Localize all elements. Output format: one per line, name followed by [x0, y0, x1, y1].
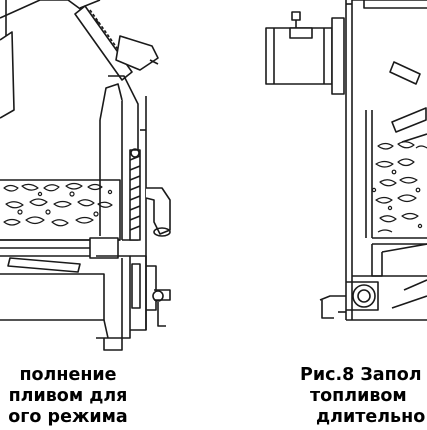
caption-right-line-2: топливом — [310, 386, 407, 406]
caption-right-line-3: длительно — [316, 407, 426, 427]
figure-caption-left: полнение пливом для ого режима — [0, 365, 138, 428]
caption-left-line-1: полнение — [19, 365, 117, 385]
caption-left-line-3: ого режима — [8, 407, 128, 427]
caption-left-line-2: пливом для — [8, 386, 128, 406]
figure-caption-right: Рис.8 Запол топливом длительно — [290, 365, 425, 428]
caption-right-line-1: Рис.8 Запол — [300, 365, 422, 385]
right-boiler-drawing — [265, 0, 427, 321]
left-boiler-drawing — [0, 0, 171, 351]
